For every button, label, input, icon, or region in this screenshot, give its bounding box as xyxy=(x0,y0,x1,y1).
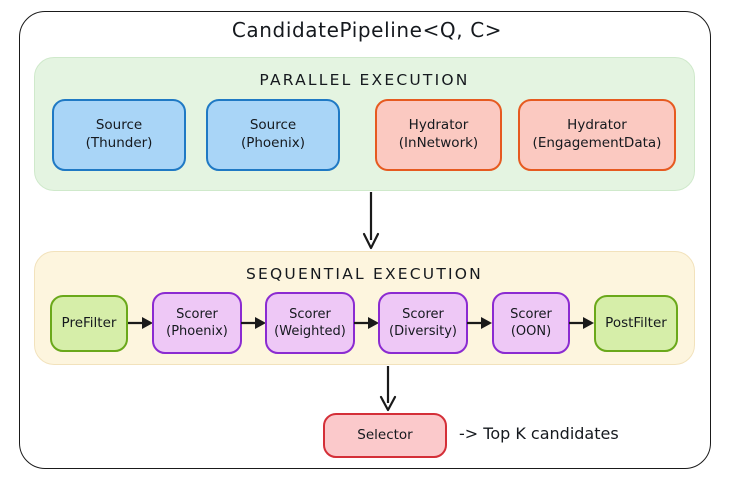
node-scorer-weighted[interactable]: Scorer (Weighted) xyxy=(265,292,355,354)
sequential-execution-panel: SEQUENTIAL EXECUTION xyxy=(34,251,695,365)
node-scorer-diversity[interactable]: Scorer (Diversity) xyxy=(378,292,468,354)
node-label-line2: (Phoenix) xyxy=(240,135,306,151)
arrow-scorer-phoenix-to-scorer-weighted xyxy=(241,314,267,332)
node-hydrator-innetwork[interactable]: Hydrator (InNetwork) xyxy=(375,99,502,171)
node-label-line1: Scorer xyxy=(510,306,552,322)
node-label-line1: Source xyxy=(95,117,143,134)
top-k-candidates-label: -> Top K candidates xyxy=(459,424,619,443)
node-scorer-oon[interactable]: Scorer (OON) xyxy=(492,292,570,354)
node-source-phoenix[interactable]: Source (Phoenix) xyxy=(206,99,340,171)
node-prefilter[interactable]: PreFilter xyxy=(50,295,128,352)
node-label-line1: PreFilter xyxy=(61,314,117,331)
node-label-line1: PostFilter xyxy=(605,314,667,331)
parallel-execution-heading: PARALLEL EXECUTION xyxy=(259,71,470,89)
node-label-line1: Selector xyxy=(357,426,413,443)
node-label-line2: (Thunder) xyxy=(85,135,153,151)
node-postfilter[interactable]: PostFilter xyxy=(594,295,678,352)
arrow-parallel-to-sequential xyxy=(360,192,382,250)
node-label-line1: Source xyxy=(249,117,297,134)
sequential-execution-heading: SEQUENTIAL EXECUTION xyxy=(246,265,483,283)
arrow-scorer-diversity-to-scorer-oon xyxy=(467,314,493,332)
node-label-line1: Hydrator xyxy=(567,117,627,134)
node-label-line2: (InNetwork) xyxy=(398,135,479,151)
node-label-line1: Scorer xyxy=(176,306,218,322)
node-label-line1: Hydrator xyxy=(408,117,469,134)
node-selector[interactable]: Selector xyxy=(323,413,447,458)
node-label-line1: Scorer xyxy=(289,306,331,322)
node-label-line2: (EngagementData) xyxy=(532,135,662,151)
node-hydrator-engagementdata[interactable]: Hydrator (EngagementData) xyxy=(518,99,676,171)
arrow-sequential-to-selector xyxy=(377,366,399,412)
node-label-line2: (Phoenix) xyxy=(166,324,228,339)
arrow-scorer-oon-to-postfilter xyxy=(569,314,595,332)
node-label-line2: (Weighted) xyxy=(274,324,346,339)
node-label-line1: Scorer xyxy=(402,306,444,322)
node-source-thunder[interactable]: Source (Thunder) xyxy=(52,99,186,171)
node-scorer-phoenix[interactable]: Scorer (Phoenix) xyxy=(152,292,242,354)
page-title: CandidatePipeline<Q, C> xyxy=(231,18,503,42)
arrow-scorer-weighted-to-scorer-diversity xyxy=(354,314,380,332)
arrow-prefilter-to-scorer-phoenix xyxy=(128,314,154,332)
node-label-line2: (OON) xyxy=(510,324,552,339)
node-label-line2: (Diversity) xyxy=(389,324,457,339)
